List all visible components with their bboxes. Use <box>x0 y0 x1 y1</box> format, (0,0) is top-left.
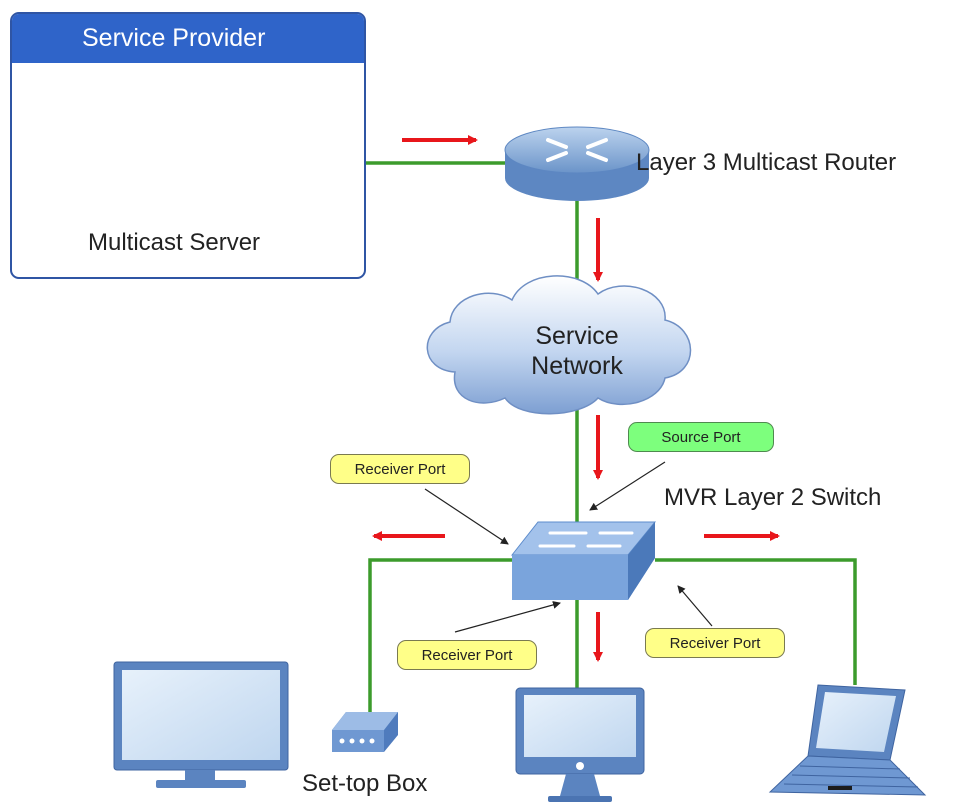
cloud-label-line-2: Network <box>531 352 623 380</box>
router-icon <box>504 126 650 201</box>
router-label: Layer 3 Multicast Router <box>636 149 897 176</box>
set-top-box-icon <box>332 712 398 752</box>
network-links <box>268 161 857 720</box>
receiver-port-tag-bottom-right: Receiver Port <box>645 628 785 658</box>
service-network-cloud-icon <box>426 275 692 415</box>
link-switch-settop <box>368 558 513 720</box>
pointer-receiver-bottom-right <box>677 585 713 627</box>
pointer-receiver-top-left <box>424 488 509 545</box>
cloud-label-line-1: Service <box>535 322 619 350</box>
desktop-computer-icon <box>515 687 645 802</box>
callout-pointers <box>424 461 713 633</box>
service-provider-title: Service Provider <box>12 14 364 63</box>
switch-icon <box>510 521 657 600</box>
link-switch-laptop <box>655 558 857 685</box>
source-port-tag: Source Port <box>628 422 774 452</box>
pointer-source-port <box>589 461 666 511</box>
laptop-icon <box>768 684 927 796</box>
tv-monitor-icon <box>113 661 289 788</box>
receiver-port-tag-bottom-left: Receiver Port <box>397 640 537 670</box>
multicast-server-label: Multicast Server <box>88 229 261 256</box>
set-top-box-label: Set-top Box <box>302 770 428 797</box>
service-provider-box: Service Provider <box>10 12 366 279</box>
switch-label: MVR Layer 2 Switch <box>664 484 882 511</box>
receiver-port-tag-top-left: Receiver Port <box>330 454 470 484</box>
pointer-receiver-bottom-left <box>454 601 561 633</box>
